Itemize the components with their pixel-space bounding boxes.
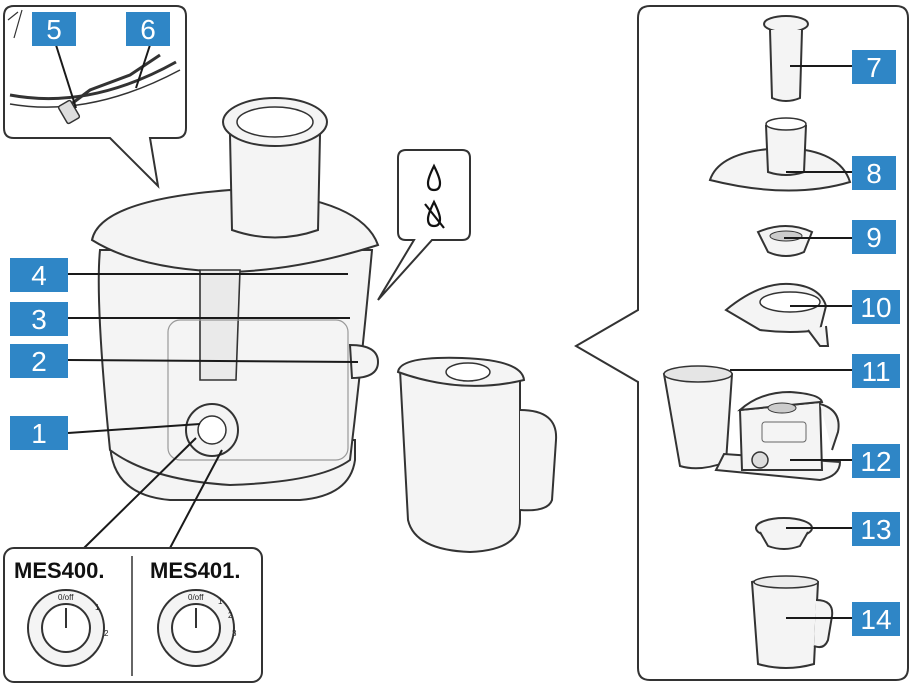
juice-jug [396,356,558,554]
model-name-left: MES400. [14,558,105,583]
part-pusher [763,15,809,102]
callout-13: 13 [852,512,900,546]
svg-text:13: 13 [860,514,891,545]
callout-7: 7 [852,50,896,84]
leader-lines [67,65,852,619]
water-indicator-inset [377,149,471,301]
model-name-right: MES401. [150,558,241,583]
dial-left-label-1: 1 [95,603,100,612]
svg-text:4: 4 [31,260,47,291]
svg-text:1: 1 [31,418,47,449]
part-lid [708,117,852,192]
callout-8: 8 [852,156,896,190]
callout-2: 2 [10,344,68,378]
svg-text:7: 7 [866,52,882,83]
svg-text:9: 9 [866,222,882,253]
part-pulp-ring [724,282,830,347]
callout-3: 3 [10,302,68,336]
dial-right-label-2: 2 [228,611,233,620]
callout-10: 10 [852,290,900,324]
dial-connector-lines [83,437,223,549]
model-dial-panel: MES400. 0/off 1 2 MES401. 0/off 1 2 3 [3,547,263,683]
callout-11: 11 [852,354,900,388]
svg-text:10: 10 [860,292,891,323]
svg-text:8: 8 [866,158,882,189]
part-jug [750,575,834,669]
no-water-drop-icon [424,199,445,229]
water-drop-icon [426,163,442,192]
callout-4: 4 [10,258,68,292]
callout-12: 12 [852,444,900,478]
part-jug-lid [755,517,813,550]
svg-text:2: 2 [31,346,47,377]
dial-right-label-3: 3 [232,629,237,638]
callout-6: 6 [126,12,170,46]
cord-inset [3,5,187,189]
svg-text:11: 11 [861,356,890,387]
part-pulp-container [662,365,734,470]
dial-right-label-1: 1 [218,597,223,606]
svg-text:5: 5 [46,14,62,45]
svg-text:12: 12 [860,446,891,477]
svg-text:14: 14 [860,604,891,635]
callout-9: 9 [852,220,896,254]
svg-text:3: 3 [31,304,47,335]
dial-right-label-0: 0/off [188,593,204,602]
parts-panel [574,5,909,681]
callout-5: 5 [32,12,76,46]
callout-14: 14 [852,602,900,636]
dial-left-label-0: 0/off [58,593,74,602]
dial-left-label-2: 2 [104,629,109,638]
callout-1: 1 [10,416,68,450]
svg-text:6: 6 [140,14,156,45]
